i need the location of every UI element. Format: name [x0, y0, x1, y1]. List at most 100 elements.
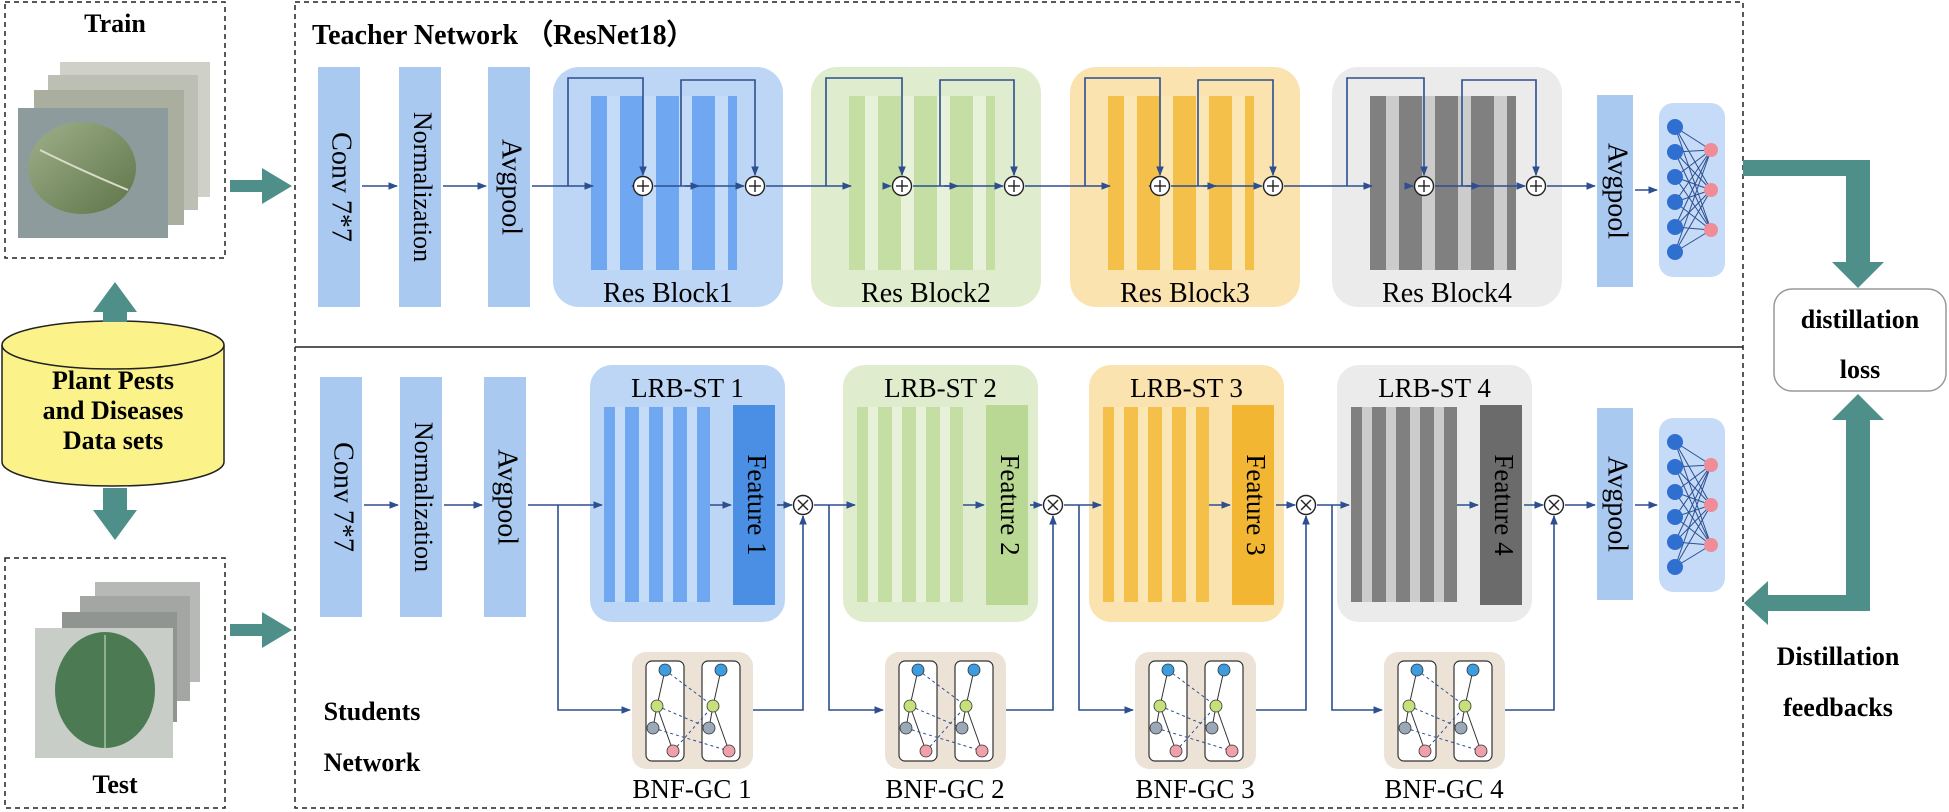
lrb-st-stripe: [687, 407, 697, 602]
feature-label: Feature 3: [1241, 454, 1271, 555]
student-out-pool-label: Avgpool: [1602, 456, 1633, 552]
feature-bar: [1480, 405, 1522, 605]
feedback-label-2: feedbacks: [1783, 693, 1893, 722]
bnf-gc-edge: [909, 705, 927, 752]
bnf-gc-block-3: BNF-GC 3: [1135, 652, 1256, 804]
flow-arrow: [828, 505, 884, 714]
res-block-label: Res Block3: [1120, 278, 1250, 309]
fc-node-in: [1667, 484, 1683, 500]
student-norm-label: Normalization: [409, 422, 438, 572]
bnf-gc-edge: [1159, 705, 1177, 752]
add-node-icon: [632, 175, 654, 197]
teacher-to-loss-arrow-icon: [1743, 160, 1884, 288]
lrb-st-stripe: [663, 407, 673, 602]
teacher-fc-icon: [1659, 103, 1725, 277]
bnf-gc-panel: [898, 660, 938, 762]
fc-edge: [1674, 504, 1712, 568]
fc-edge: [1674, 126, 1712, 191]
student-norm: Normalization: [400, 377, 442, 617]
res-block-4: Res Block4: [1332, 67, 1562, 309]
student-pool: Avgpool: [484, 377, 526, 617]
lrb-st-stripe: [1410, 407, 1420, 602]
teacher-input-arrow-icon: [230, 168, 292, 204]
teacher-blocks: Res Block1 Res Block2 Res Block3 Res Block4: [553, 67, 1562, 309]
bnf-gc-node: [1418, 744, 1432, 758]
res-block-stripe: [607, 96, 620, 270]
bnf-gc-cross-edge: [1404, 727, 1482, 752]
add-node-icon: [1149, 175, 1171, 197]
bnf-gc-cross-edge: [1175, 705, 1217, 752]
lrb-st-stripe: [639, 407, 649, 602]
bnf-gc-edge: [1215, 705, 1233, 752]
bnf-gc-node: [1398, 721, 1412, 735]
bnf-gc-node: [1217, 663, 1231, 677]
bnf-gc-node: [1205, 721, 1219, 735]
bnf-gc-panel: [1397, 660, 1437, 762]
bnf-gc-node: [1169, 744, 1183, 758]
multiply-node-icon: [1543, 494, 1565, 516]
bnf-gc-cross-edge: [917, 669, 967, 707]
fc-node-out: [1704, 498, 1718, 512]
feature-label: Feature 4: [1489, 454, 1519, 556]
flow-arrow: [753, 515, 807, 711]
multiply-node-icon: [1295, 494, 1317, 516]
feature-label: Feature 1: [742, 454, 772, 555]
add-node-icon: [744, 175, 766, 197]
bnf-gc-node: [1161, 663, 1175, 677]
bnf-gc-node: [975, 744, 989, 758]
bnf-gc-edge: [712, 705, 730, 752]
teacher-conv-label: Conv 7*7: [326, 132, 357, 242]
train-images: [18, 62, 210, 238]
teacher-out-pool: Avgpool: [1597, 95, 1633, 287]
bnf-gc-node: [1225, 744, 1239, 758]
fc-node-in: [1667, 244, 1683, 260]
bnf-gc-block-2: BNF-GC 2: [885, 652, 1006, 804]
lrb-st-label: LRB-ST 2: [884, 373, 997, 403]
lrb-st-stripe: [1114, 407, 1124, 602]
bnf-gc-cross-edge: [905, 727, 983, 752]
bnf-gc-node: [722, 744, 736, 758]
lrb-st-stripe: [615, 407, 625, 602]
bnf-gc-node: [666, 744, 680, 758]
res-block-label: Res Block2: [861, 278, 991, 309]
bnf-gc-node: [1402, 699, 1416, 713]
res-block-stripe: [679, 96, 692, 270]
res-block-stripe: [1232, 96, 1245, 270]
flow-arrow: [1006, 515, 1057, 711]
lrb-st-stripe: [940, 407, 950, 602]
lrb-st-stripe: [1138, 407, 1148, 602]
flow-arrow: [1331, 505, 1383, 714]
dataset-label-3: Data sets: [63, 426, 163, 455]
lrb-st-stripe: [916, 407, 926, 602]
fc-edge: [1674, 189, 1712, 253]
arrow-up-icon: [93, 282, 137, 322]
fc-edge: [1674, 189, 1712, 228]
fc-node-in: [1667, 194, 1683, 210]
fc-node-out: [1704, 538, 1718, 552]
lrb-st-stripe: [1362, 407, 1372, 602]
teacher-conv: Conv 7*7: [318, 67, 360, 307]
student-out-pool: Avgpool: [1597, 408, 1633, 600]
fc-edge: [1674, 149, 1712, 253]
res-block-label: Res Block1: [603, 278, 733, 309]
flow-arrow: [939, 79, 1018, 186]
dataset-cylinder: Plant Pests and Diseases Data sets: [1, 320, 225, 487]
res-block-stripe: [1494, 96, 1507, 270]
bnf-gc-panel: [701, 660, 741, 762]
bnf-gc-node: [967, 663, 981, 677]
res-block-2: Res Block2: [811, 67, 1041, 309]
test-box: [4, 557, 226, 809]
lrb-st-stripe: [892, 407, 902, 602]
fc-node-in: [1667, 219, 1683, 235]
lrb-st-stripe: [1386, 407, 1396, 602]
student-pool-label: Avgpool: [492, 449, 523, 545]
bnf-gc-label: BNF-GC 4: [1384, 774, 1504, 804]
teacher-norm: Normalization: [399, 67, 441, 307]
bnf-gc-label: BNF-GC 2: [885, 774, 1004, 804]
feedback-arrow-icon: [1744, 394, 1884, 625]
res-block-stripe: [937, 96, 950, 270]
fc-node-in: [1667, 509, 1683, 525]
feature-bar: [986, 405, 1028, 605]
